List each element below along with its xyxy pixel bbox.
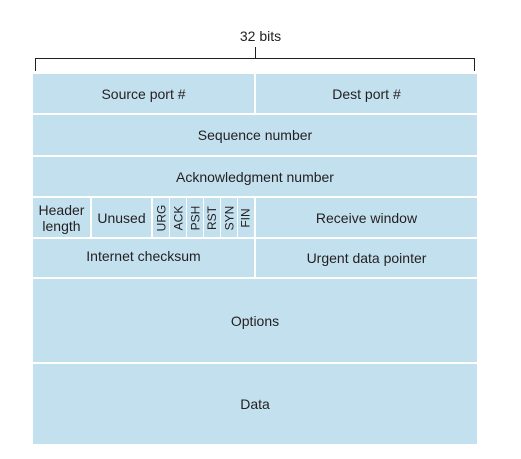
field-acknowledgment-number-label: Acknowledgment number (176, 168, 334, 185)
field-data-label: Data (240, 396, 270, 412)
field-options: Options (33, 279, 477, 362)
field-dest-port: Dest port # (256, 74, 477, 113)
flag-ack-label: ACK (171, 205, 185, 230)
width-label: 32 bits (239, 28, 282, 44)
flag-psh: PSH (187, 198, 203, 237)
field-unused: Unused (92, 198, 151, 237)
field-header-length-label: Header length (38, 201, 85, 234)
field-receive-window: Receive window (256, 198, 477, 237)
flag-urg: URG (153, 198, 169, 237)
field-data: Data (33, 364, 477, 444)
flag-ack: ACK (170, 198, 186, 237)
width-bracket-right-tick (474, 58, 475, 71)
field-internet-checksum-label: Internet checksum (86, 248, 201, 264)
width-bracket (35, 58, 475, 59)
field-dest-port-label: Dest port # (332, 85, 401, 102)
flag-fin-label: FIN (239, 207, 253, 228)
field-header-length: Header length (33, 198, 90, 237)
field-acknowledgment-number: Acknowledgment number (33, 157, 477, 196)
field-options-label: Options (230, 312, 280, 329)
field-source-port: Source port # (33, 74, 254, 113)
field-unused-label: Unused (97, 209, 146, 226)
flag-fin: FIN (238, 198, 254, 237)
field-receive-window-label: Receive window (315, 209, 418, 226)
field-internet-checksum: Internet checksum (33, 239, 254, 277)
flag-rst-label: RST (205, 205, 219, 230)
field-sequence-number-label: Sequence number (197, 127, 313, 143)
field-urgent-data-pointer-label: Urgent data pointer (306, 250, 427, 266)
field-source-port-label: Source port # (101, 85, 186, 102)
flag-psh-label: PSH (188, 205, 202, 230)
flag-syn-label: SYN (222, 205, 236, 230)
flag-rst: RST (204, 198, 220, 237)
width-bracket-left-tick (35, 58, 36, 71)
flag-urg-label: URG (154, 204, 169, 231)
width-bracket-center-tick (255, 47, 256, 58)
field-urgent-data-pointer: Urgent data pointer (256, 239, 477, 277)
flag-syn: SYN (221, 198, 237, 237)
field-sequence-number: Sequence number (33, 115, 477, 155)
